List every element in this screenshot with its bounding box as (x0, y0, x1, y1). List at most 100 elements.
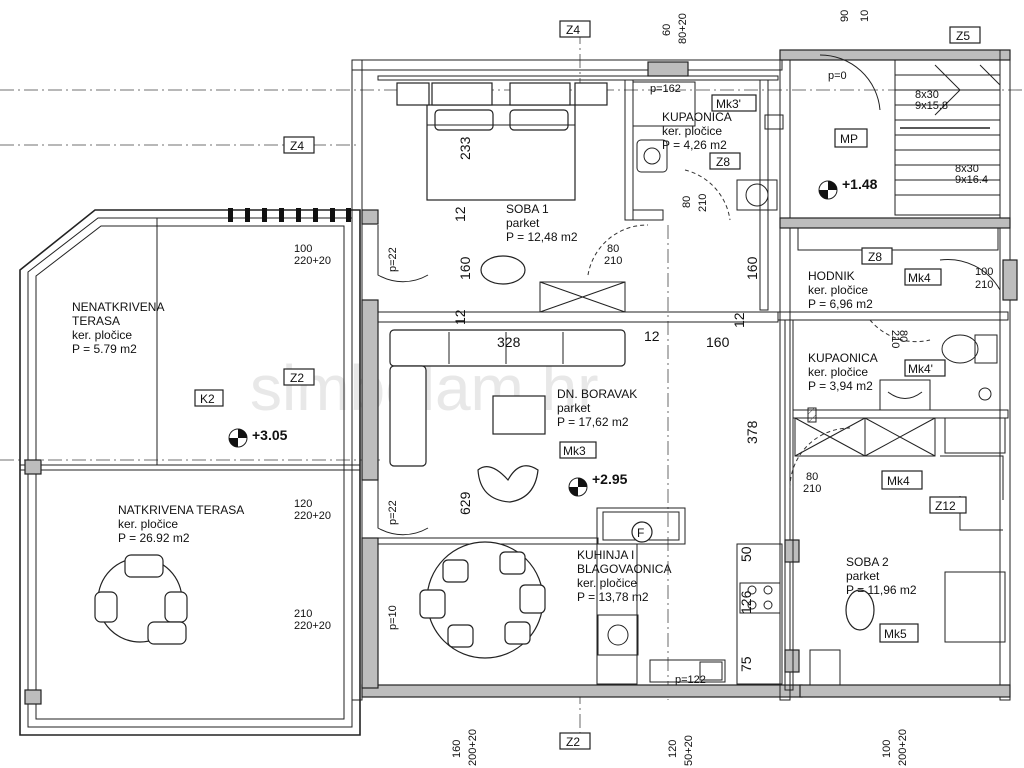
dim-label: p=122 (675, 674, 706, 686)
exterior-walls (351, 49, 1018, 701)
tag-mk3: Mk3 (563, 444, 586, 458)
dim-label: 80 (681, 196, 693, 208)
dim-label: 160 (451, 740, 463, 758)
wall-hatch (807, 407, 817, 423)
dim-label: p=10 (387, 605, 399, 630)
dim-label: p=22 (387, 247, 399, 272)
dining-set (419, 541, 546, 659)
room-floor: parket (846, 569, 880, 583)
room-floor: ker. pločice (72, 328, 132, 342)
room-floor: parket (506, 216, 540, 230)
tag-z2: Z2 (290, 371, 304, 385)
tag-mk4-prime: Mk4' (908, 362, 933, 376)
dim-label: 210 (889, 330, 901, 348)
dim-label: 120 (667, 740, 679, 758)
dim-label: 90 (839, 10, 851, 22)
dim-label: 10 (859, 10, 871, 22)
room-soba1: SOBA 1 parket P = 12,48 m2 (506, 202, 578, 244)
dim-label: 100 (881, 740, 893, 758)
room-area: P = 17,62 m2 (557, 415, 629, 429)
dimensions: 233 12 160 12 328 12 160 160 12 378 629 … (294, 10, 993, 766)
bathroom-fixtures (632, 81, 998, 411)
room-floor: ker. pločice (808, 283, 868, 297)
dim-label: 210 (294, 608, 312, 620)
tag-k2: K2 (200, 392, 215, 406)
dim-label: 160 (457, 256, 473, 280)
room-area: P = 3,94 m2 (808, 379, 873, 393)
kitchen-counter (596, 507, 783, 685)
room-kupaonica1: KUPAONICA ker. pločice P = 4,26 m2 (662, 110, 732, 152)
dim-label: 210 (975, 279, 993, 291)
dim-label: 80 (806, 471, 818, 483)
room-area: P = 13,78 m2 (577, 590, 649, 604)
wardrobes (539, 227, 999, 457)
room-name: KUPAONICA (662, 110, 732, 124)
room-floor: parket (557, 401, 591, 415)
room-natkrivena-terasa: NATKRIVENA TERASA ker. pločice P = 26.92… (118, 503, 244, 545)
tag-z8: Z8 (716, 155, 730, 169)
room-area: P = 4,26 m2 (662, 138, 727, 152)
stair-label: 8x30 (915, 89, 939, 101)
dim-label: 12 (452, 309, 468, 325)
room-area: P = 5.79 m2 (72, 342, 137, 356)
room-name: BLAGOVAONICA (577, 562, 671, 576)
room-name: KUPAONICA (808, 351, 878, 365)
sofa (389, 329, 626, 503)
dim-label: 12 (731, 312, 747, 328)
dim-label: 200+20 (897, 729, 909, 766)
dim-label: 100 (975, 266, 993, 278)
room-hodnik: HODNIK ker. pločice P = 6,96 m2 (808, 269, 873, 311)
dim-label: 629 (457, 491, 473, 515)
room-boravak: DN. BORAVAK parket P = 17,62 m2 (557, 387, 637, 429)
room-area: P = 12,48 m2 (506, 230, 578, 244)
room-floor: ker. pločice (577, 576, 637, 590)
dim-label: 378 (744, 420, 760, 444)
dim-label: 12 (644, 328, 660, 344)
tag-z2: Z2 (566, 735, 580, 749)
tag-z5: Z5 (956, 29, 970, 43)
dim-label: 328 (497, 334, 521, 350)
dim-label: 80+20 (677, 13, 689, 44)
dim-label: p=162 (650, 83, 681, 95)
desk-chair (480, 255, 526, 285)
level-marker-stair: +1.48 (818, 176, 878, 200)
dim-label: 210 (604, 255, 622, 267)
room-floor: ker. pločice (808, 365, 868, 379)
stair-label: 9x16.4 (955, 174, 988, 186)
dim-label: 220+20 (294, 510, 331, 522)
dim-label: 220+20 (294, 620, 331, 632)
dim-label: 200+20 (467, 729, 479, 766)
tag-mp: MP (840, 132, 858, 146)
room-name: DN. BORAVAK (557, 387, 637, 401)
tag-mk5: Mk5 (884, 627, 907, 641)
dim-label: 60 (661, 24, 673, 36)
tag-f: F (637, 526, 644, 540)
dim-label: p=22 (387, 500, 399, 525)
tag-z4: Z4 (566, 23, 580, 37)
dim-label: 80 (897, 330, 909, 342)
room-name: TERASA (72, 314, 120, 328)
room-floor: ker. pločice (662, 124, 722, 138)
bed (396, 82, 608, 201)
door-swings (377, 54, 1001, 536)
dim-label: 210 (803, 483, 821, 495)
room-area: P = 26.92 m2 (118, 531, 190, 545)
terrace-outline (19, 209, 361, 736)
staircase (894, 59, 1001, 216)
level-value: +2.95 (592, 471, 628, 487)
desk-chair (845, 589, 875, 631)
dim-label: 80 (607, 243, 619, 255)
terrace-dining-set (94, 554, 188, 645)
tag-z12: Z12 (935, 499, 956, 513)
stair-label: 9x15.8 (915, 100, 948, 112)
tag-z4: Z4 (290, 139, 304, 153)
level-value: +1.48 (842, 176, 878, 192)
room-name: KUHINJA I (577, 548, 634, 562)
room-kuhinja: KUHINJA I BLAGOVAONICA ker. pločice P = … (577, 548, 671, 604)
level-marker-terrace: +3.05 (228, 427, 288, 448)
tag-labels: Z4 Z4 Z5 Z8 Z8 Z2 Z2 Z12 K2 MP Mk3' Mk3 … (194, 20, 981, 750)
room-area: P = 11,96 m2 (846, 583, 917, 597)
level-marker-living: +2.95 (568, 471, 628, 497)
dim-label: 126 (738, 590, 754, 614)
